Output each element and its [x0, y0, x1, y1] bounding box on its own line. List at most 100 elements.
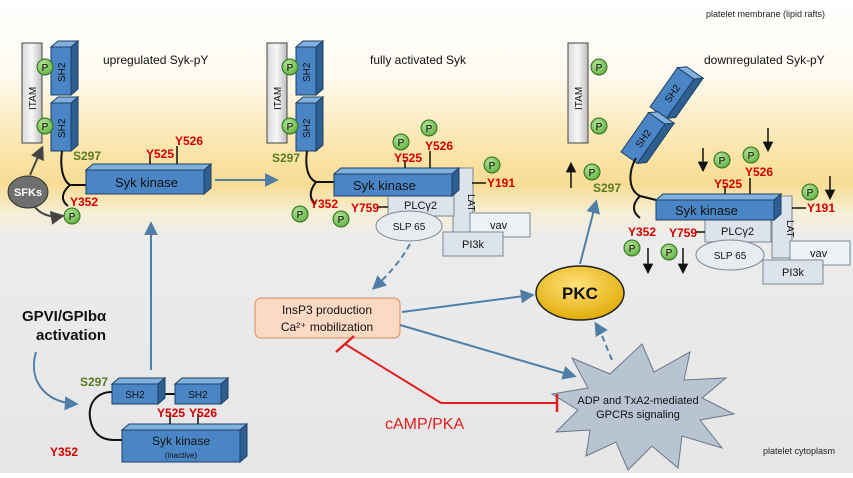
vav-label: vav	[490, 220, 508, 232]
phospho-circle: P	[332, 210, 350, 228]
sh2-label: SH2	[188, 390, 208, 401]
svg-text:P: P	[42, 122, 49, 133]
sh2-domain-side	[70, 95, 79, 153]
stage-title-downregulated: downregulated Syk-pY	[704, 53, 825, 67]
camp-pka-label: cAMP/PKA	[385, 416, 464, 433]
residue-y525: Y525	[146, 147, 174, 161]
phospho-circle: P	[483, 156, 501, 174]
sfk-arrow-down	[33, 205, 65, 225]
phospho-circle: P	[36, 58, 54, 76]
residue-s297: S297	[80, 375, 108, 389]
sh2-domain-side	[315, 95, 324, 153]
gpvi-label-line1: GPVI/GPIbα	[22, 308, 107, 325]
svg-text:P: P	[666, 248, 673, 259]
phospho-circle: P	[281, 58, 299, 76]
phospho-circle: P	[392, 133, 410, 151]
phospho-circle: P	[583, 163, 601, 181]
itam-label: ITAM	[574, 87, 585, 110]
sh2-domain-top	[173, 377, 230, 385]
linker	[88, 391, 122, 441]
insp3-label-line1: InsP3 production	[282, 303, 372, 317]
arrow-insp3-to-gpcr	[399, 324, 577, 380]
dashed-arrow-gpcr-to-pkc	[594, 321, 613, 361]
panel-activated: ITAM SH2 SH2 P P S297 LAT vav PI3k PLCγ2…	[266, 39, 531, 257]
residue-y526: Y526	[425, 139, 453, 153]
gpcr-label-line2: GPCRs signaling	[596, 409, 680, 421]
syk-kinase-box	[85, 169, 205, 195]
sh2-domain-side	[220, 376, 229, 406]
syk-kinase-side	[239, 422, 248, 464]
syk-kinase-side	[773, 192, 782, 222]
lat-label: LAT	[784, 220, 795, 238]
pkc-ellipse	[535, 265, 625, 321]
phospho-circle: P	[590, 58, 608, 76]
svg-text:P: P	[287, 63, 294, 74]
svg-text:P: P	[589, 168, 596, 179]
syk-kinase-label: Syk kinase	[353, 178, 416, 193]
panel-downregulated: ITAM P P SH2 SH2 S297 P LAT vav PI3k PLC…	[565, 42, 851, 285]
phospho-circle: P	[63, 207, 81, 225]
residue-y759: Y759	[351, 201, 379, 215]
arrow-pkc-to-s297	[579, 199, 600, 265]
phospho-circle: P	[420, 119, 438, 137]
insp3-box	[254, 297, 401, 339]
syk-kinase-label: Syk kinase	[152, 434, 210, 448]
syk-kinase-top	[84, 163, 213, 171]
pi3k-box	[442, 231, 504, 257]
sh2-label: SH2	[125, 390, 145, 401]
phospho-circle: P	[713, 151, 731, 169]
linker	[633, 195, 641, 219]
inactive-label: (inactive)	[165, 451, 198, 460]
residue-y525: Y525	[394, 151, 422, 165]
stage-title-upregulated: upregulated Syk-pY	[103, 53, 208, 67]
svg-text:P: P	[807, 188, 814, 199]
sh2-domain-side	[157, 376, 166, 406]
residue-y525: Y525	[714, 177, 742, 191]
slp65-label: SLP 65	[393, 222, 426, 233]
panel-upregulated: ITAM SH2 SH2 P P Syk kinase Y525 Y526 S2…	[7, 39, 213, 225]
arrow-insp3-to-pkc	[401, 289, 535, 313]
phospho-circle: P	[36, 117, 54, 135]
sh2-label: SH2	[57, 62, 68, 82]
residue-s297: S297	[73, 149, 101, 163]
stage-title-activated: fully activated Syk	[370, 53, 467, 67]
itam-label: ITAM	[28, 87, 39, 110]
linker	[309, 181, 317, 205]
sh2-domain-side	[315, 39, 324, 97]
inhibition-bar-insp3	[335, 335, 355, 353]
gpcr-label-line1: ADP and TxA2-mediated	[577, 395, 698, 407]
pi3k-label: PI3k	[782, 267, 805, 279]
sh2-label: SH2	[302, 118, 313, 138]
svg-text:P: P	[297, 210, 304, 221]
sh2-domain-detached: SH2	[620, 111, 676, 165]
sh2-label: SH2	[57, 118, 68, 138]
dashed-arrow-to-insp3	[371, 243, 411, 290]
sh2-domain-detached: SH2	[649, 66, 705, 120]
residue-y526: Y526	[745, 165, 773, 179]
svg-text:P: P	[596, 63, 603, 74]
svg-text:P: P	[748, 151, 755, 162]
svg-text:P: P	[69, 212, 76, 223]
residue-y759: Y759	[669, 226, 697, 240]
residue-y352: Y352	[50, 445, 78, 459]
sfk-arrow-up	[29, 145, 44, 176]
slp65-ellipse	[695, 239, 765, 271]
lat-label: LAT	[465, 194, 476, 212]
syk-kinase-label: Syk kinase	[675, 203, 738, 218]
svg-text:P: P	[596, 122, 603, 133]
phospho-circle: P	[801, 183, 819, 201]
svg-text:P: P	[489, 161, 496, 172]
residue-y526: Y526	[175, 134, 203, 148]
residue-y526: Y526	[189, 406, 217, 420]
linker	[62, 184, 71, 207]
phospho-circle: P	[281, 117, 299, 135]
sh2-domain-top	[110, 377, 167, 385]
pi3k-box	[762, 259, 824, 285]
residue-y352: Y352	[310, 197, 338, 211]
svg-text:P: P	[426, 124, 433, 135]
residue-s297: S297	[593, 181, 621, 195]
residue-y191: Y191	[487, 176, 515, 190]
syk-kinase-top	[120, 423, 249, 431]
inactive-syk: SH2 SH2 S297 Syk kinase (inactive) Y525 …	[50, 375, 249, 464]
